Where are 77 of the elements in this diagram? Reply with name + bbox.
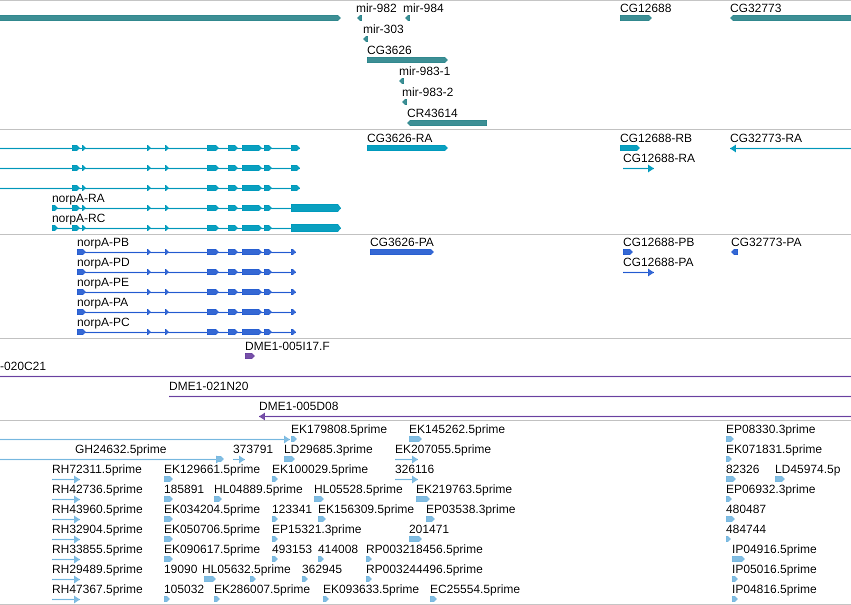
- feature-label: 185891: [164, 482, 204, 496]
- feature-label: 82326: [726, 462, 760, 476]
- feature-label: DME1-021N20: [169, 379, 248, 393]
- feature-label: EK071831.5prime: [726, 442, 822, 456]
- feature-label: HL05528.5prime: [314, 482, 403, 496]
- feature-label: CG12688-RB: [620, 131, 692, 145]
- feature-label: 480487: [726, 502, 766, 516]
- feature-label: 362945: [302, 562, 342, 576]
- feature-label: DME1-005D08: [259, 399, 338, 413]
- feature-label: EK050706.5prime: [164, 522, 260, 536]
- feature-label: CG32773-PA: [731, 235, 802, 249]
- feature-label: EK179808.5prime: [291, 422, 388, 436]
- feature-label: EK207055.5prime: [395, 442, 492, 456]
- feature-label: EK090617.5prime: [164, 542, 260, 556]
- feature-label: norpA-PA: [77, 295, 128, 309]
- feature-label: 19090: [164, 562, 198, 576]
- feature-label: RH42736.5prime: [52, 482, 143, 496]
- feature-label: EP15321.3prime: [272, 522, 362, 536]
- feature-label: 326116: [395, 462, 434, 476]
- feature-label: EC25554.5prime: [430, 582, 520, 596]
- feature-label: RH43960.5prime: [52, 502, 143, 516]
- feature-label: 484744: [726, 522, 766, 536]
- feature-label: norpA-PD: [77, 255, 130, 269]
- feature-label: HL05632.5prime: [202, 562, 291, 576]
- feature-label: CG3626: [367, 43, 412, 57]
- feature-label: CR43614: [407, 106, 458, 120]
- feature-label: RH72311.5prime: [52, 462, 142, 476]
- feature-label: HL04889.5prime: [214, 482, 303, 496]
- feature-label: GH24632.5prime: [75, 442, 166, 456]
- feature-label: CG3626-RA: [367, 131, 432, 145]
- feature-label: DME1-005I17.F: [245, 339, 330, 353]
- feature-label: LD45974.5p: [775, 462, 840, 476]
- feature-label: 414008: [318, 542, 358, 556]
- feature-label: RH29489.5prime: [52, 562, 143, 576]
- feature-label: norpA-RA: [52, 191, 105, 205]
- feature-label: 493153: [272, 542, 312, 556]
- feature-label: 201471: [409, 522, 450, 536]
- feature-label: RP003244496.5prime: [366, 562, 483, 576]
- feature-label: norpA-PE: [77, 275, 130, 289]
- feature-label: EK145262.5prime: [409, 422, 506, 436]
- feature-label: mir-303: [363, 22, 404, 36]
- feature-label: RH33855.5prime: [52, 542, 143, 556]
- feature-label: EP03538.3prime: [426, 502, 516, 516]
- feature-label: 105032: [164, 582, 204, 596]
- feature-label: EK034204.5prime: [164, 502, 260, 516]
- feature-label: mir-984: [403, 1, 444, 15]
- feature-label: CG32773: [730, 1, 782, 15]
- feature-label: RH47367.5prime: [52, 582, 143, 596]
- feature-label: RP003218456.5prime: [366, 542, 483, 556]
- feature-label: EK286007.5prime: [214, 582, 310, 596]
- feature-label: CG12688-PA: [623, 255, 694, 269]
- feature-label: -020C21: [0, 359, 46, 373]
- feature-label: EP08330.3prime: [726, 422, 816, 436]
- feature-label: CG12688-RA: [623, 151, 696, 165]
- feature-label: IP04816.5prime: [732, 582, 817, 596]
- feature-label: EK156309.5prime: [318, 502, 414, 516]
- feature-label: 373791: [233, 442, 274, 456]
- feature-label: CG32773-RA: [730, 131, 802, 145]
- feature-label: EP06932.3prime: [726, 482, 816, 496]
- feature-label: EK093633.5prime: [323, 582, 420, 596]
- feature-label: EK100029.5prime: [272, 462, 368, 476]
- feature-label: norpA-PB: [77, 235, 130, 249]
- feature-label: EK129661.5prime: [164, 462, 260, 476]
- feature-label: mir-983-1: [399, 64, 450, 78]
- feature-label: norpA-RC: [52, 211, 106, 225]
- feature-label: CG3626-PA: [370, 235, 434, 249]
- feature-label: RH32904.5prime: [52, 522, 143, 536]
- feature-label: IP04916.5prime: [732, 542, 817, 556]
- feature-label: CG12688: [620, 1, 672, 15]
- feature-label: IP05016.5prime: [732, 562, 817, 576]
- feature-label: LD29685.3prime: [284, 442, 373, 456]
- feature-label: mir-983-2: [402, 85, 454, 99]
- feature-label: 123341: [272, 502, 312, 516]
- feature-label: mir-982: [356, 1, 397, 15]
- feature-label: norpA-PC: [77, 315, 130, 329]
- feature-label: EK219763.5prime: [416, 482, 512, 496]
- feature-label: CG12688-PB: [623, 235, 694, 249]
